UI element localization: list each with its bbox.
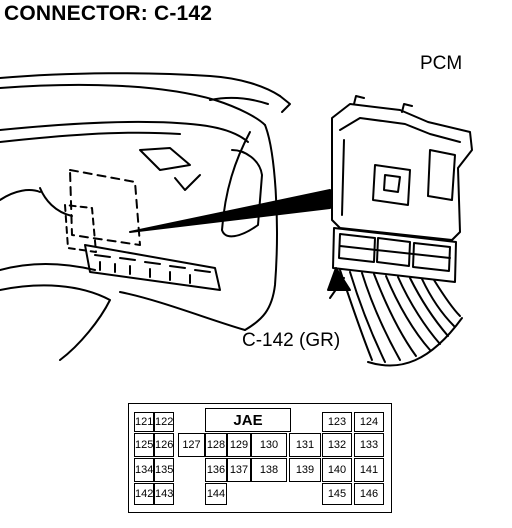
pin-128: 128 [205,433,227,457]
pin-122: 122 [154,412,174,432]
pin-121: 121 [134,412,154,432]
pin-146: 146 [354,483,384,505]
pin-137: 137 [227,458,251,482]
pin-141: 141 [354,458,384,482]
pin-144: 144 [205,483,227,505]
pin-140: 140 [322,458,352,482]
pin-124: 124 [354,412,384,432]
pin-135: 135 [154,458,174,482]
connector-pin-layout: 121 122 JAE 123 124 125 126 127 128 129 … [128,403,392,513]
pin-134: 134 [134,458,154,482]
pin-127: 127 [178,433,205,457]
pin-125: 125 [134,433,154,457]
pin-142: 142 [134,483,154,505]
pcm-label: PCM [420,53,463,74]
pin-139: 139 [289,458,321,482]
pin-131: 131 [289,433,321,457]
pin-130: 130 [251,433,287,457]
pin-143: 143 [154,483,174,505]
pin-145: 145 [322,483,352,505]
pin-136: 136 [205,458,227,482]
pin-123: 123 [322,412,352,432]
pin-126: 126 [154,433,174,457]
manufacturer-label: JAE [205,408,291,432]
page-title: CONNECTOR: C-142 [4,2,213,25]
pin-138: 138 [251,458,287,482]
connector-label: C-142 (GR) [242,330,341,351]
pin-129: 129 [227,433,251,457]
pin-133: 133 [354,433,384,457]
dashboard-pcm-illustration [0,72,473,367]
pin-132: 132 [322,433,352,457]
